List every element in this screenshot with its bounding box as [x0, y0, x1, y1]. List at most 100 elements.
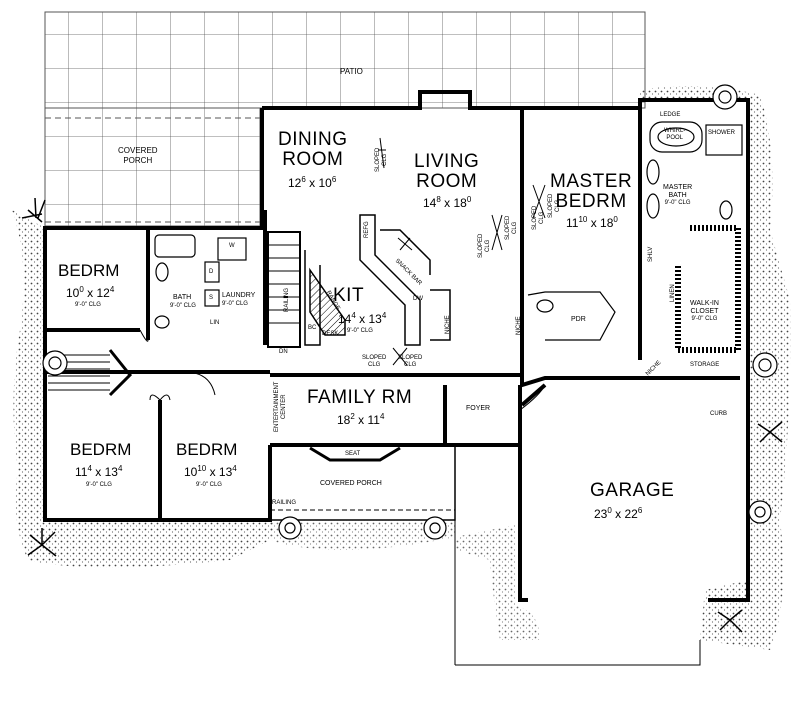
patio-label: PATIO	[340, 67, 363, 76]
railing-label: RAILING	[272, 500, 297, 506]
desk-label: DESK	[322, 331, 339, 337]
clg-2a: CLG	[484, 239, 491, 252]
sloped-4a: SLOPED	[362, 355, 387, 361]
sloped-4b: SLOPED	[398, 355, 423, 361]
rear-covered-porch	[44, 107, 261, 227]
living-sloped-label-b: SLOPED CLG	[505, 216, 518, 240]
rear-porch-line1: COVERED	[118, 146, 158, 155]
master-bath-2: BATH	[668, 192, 687, 200]
bath-label: BATH	[173, 294, 192, 301]
clg-4b: CLG	[404, 361, 417, 368]
door-swings	[139, 329, 546, 411]
rear-porch-label: COVERED PORCH	[118, 146, 158, 165]
curb-label: CURB	[710, 411, 728, 417]
master-bedroom-label: MASTER BEDRM	[550, 172, 632, 212]
bath-ceiling: 9'-0" CLG	[170, 303, 196, 309]
patio	[44, 11, 646, 109]
kitchen-counters	[304, 214, 451, 346]
niche-label-2: NICHE	[445, 315, 451, 334]
sloped-ceiling-marks	[378, 137, 546, 366]
master-name-2: BEDRM	[555, 190, 627, 212]
master-name-1: MASTER	[550, 171, 633, 192]
dryer-label: D	[209, 269, 214, 275]
entertainment-1: ENTERTAINMENT	[274, 381, 280, 432]
clg-2b: CLG	[511, 221, 518, 234]
refrigerator-label: REFG	[364, 221, 370, 238]
kitchen-sloped-label-a: SLOPED CLG	[362, 355, 386, 368]
master-bath-label: MASTER BATH 9'-0" CLG	[663, 184, 692, 207]
foyer-label: FOYER	[466, 405, 491, 412]
stair	[267, 231, 301, 348]
kitchen-ceiling: 9'-0" CLG	[347, 328, 373, 334]
sloped-3a: SLOPED	[532, 205, 538, 230]
living-sloped-label-a: SLOPED CLG	[478, 234, 491, 258]
dishwasher-label: DW	[413, 296, 423, 302]
master-size: 1110 x 180	[566, 215, 618, 230]
living-room-label: LIVING ROOM	[414, 152, 479, 192]
kitchen-label: KIT	[333, 285, 365, 306]
laundry-ceiling: 9'-0" CLG	[222, 301, 248, 307]
washer-label: W	[229, 243, 235, 249]
palms	[21, 197, 783, 633]
sloped-2b: SLOPED	[505, 215, 511, 240]
shower-label: SHOWER	[708, 130, 735, 136]
dining-sloped-label: SLOPED CLG	[375, 148, 388, 172]
bedroom3-size: 1010 x 134	[184, 464, 237, 479]
front-porch	[269, 445, 456, 521]
dining-size: 126 x 106	[288, 175, 337, 190]
bedroom3-ceiling: 9'-0" CLG	[196, 482, 222, 488]
garage-size: 230 x 226	[594, 506, 643, 521]
sloped-3b: SLOPED	[548, 193, 554, 218]
broom-closet-label: BC	[308, 325, 317, 331]
master-sloped-label-a: SLOPED CLG	[532, 206, 545, 230]
bedroom1-label: BEDRM	[58, 261, 120, 280]
bedroom1-size: 100 x 124	[66, 285, 115, 300]
linen-closet-label: LIN	[210, 320, 220, 326]
garage-label: GARAGE	[590, 480, 675, 501]
shelf-label: SHLV	[648, 246, 654, 262]
powder-room-label: PDR	[571, 316, 586, 323]
down-label: DN	[279, 349, 288, 355]
whirlpool-label: WHIRL- POOL	[664, 128, 685, 142]
stair-railing-label: RAILING	[284, 287, 290, 312]
living-name-1: LIVING	[414, 151, 480, 172]
bedroom1-ceiling: 9'-0" CLG	[75, 302, 101, 308]
walls	[43, 90, 750, 602]
walkin-2: CLOSET	[690, 308, 719, 316]
bedroom2-size: 114 x 134	[75, 464, 123, 479]
clg-3b: CLG	[554, 199, 561, 212]
bedroom3-label: BEDRM	[176, 440, 238, 459]
niche-label-1: NICHE	[516, 316, 522, 335]
sloped-2a: SLOPED	[478, 233, 484, 258]
seat-label: SEAT	[345, 451, 361, 457]
dining-room-label: DINING ROOM	[278, 130, 348, 170]
master-bath-1: MASTER	[663, 184, 693, 191]
whirlpool-2: POOL	[666, 134, 684, 141]
shrubs	[42, 84, 778, 540]
whirlpool-1: WHIRL-	[664, 128, 686, 134]
family-room-label: FAMILY RM	[307, 387, 413, 408]
rear-porch-line2: PORCH	[123, 155, 153, 165]
entertainment-center-label: ENTERTAINMENT CENTER	[274, 382, 287, 432]
clg-3a: CLG	[538, 211, 545, 224]
walkin-ceiling: 9'-0" CLG	[691, 316, 718, 323]
living-name-2: ROOM	[416, 170, 478, 192]
laundry-label: LAUNDRY	[222, 292, 256, 299]
sloped-1a: SLOPED	[375, 147, 381, 172]
linen-label: LINEN	[670, 284, 676, 302]
storage-label: STORAGE	[690, 362, 720, 368]
walkin-closet-label: WALK-IN CLOSET 9'-0" CLG	[690, 300, 719, 323]
bedroom2-ceiling: 9'-0" CLG	[86, 482, 112, 488]
ledge-label: LEDGE	[660, 112, 681, 118]
clg-1a: CLG	[381, 153, 388, 166]
fixtures	[154, 121, 743, 341]
kitchen-sloped-label-b: SLOPED CLG	[398, 355, 422, 368]
clg-4a: CLG	[368, 361, 381, 368]
dining-name-1: DINING	[278, 129, 348, 150]
kitchen-size: 144 x 134	[338, 311, 387, 326]
front-porch-label: COVERED PORCH	[320, 480, 382, 487]
closet-shelf	[675, 225, 741, 353]
bedroom2-label: BEDRM	[70, 440, 132, 459]
dining-name-2: ROOM	[282, 148, 344, 170]
